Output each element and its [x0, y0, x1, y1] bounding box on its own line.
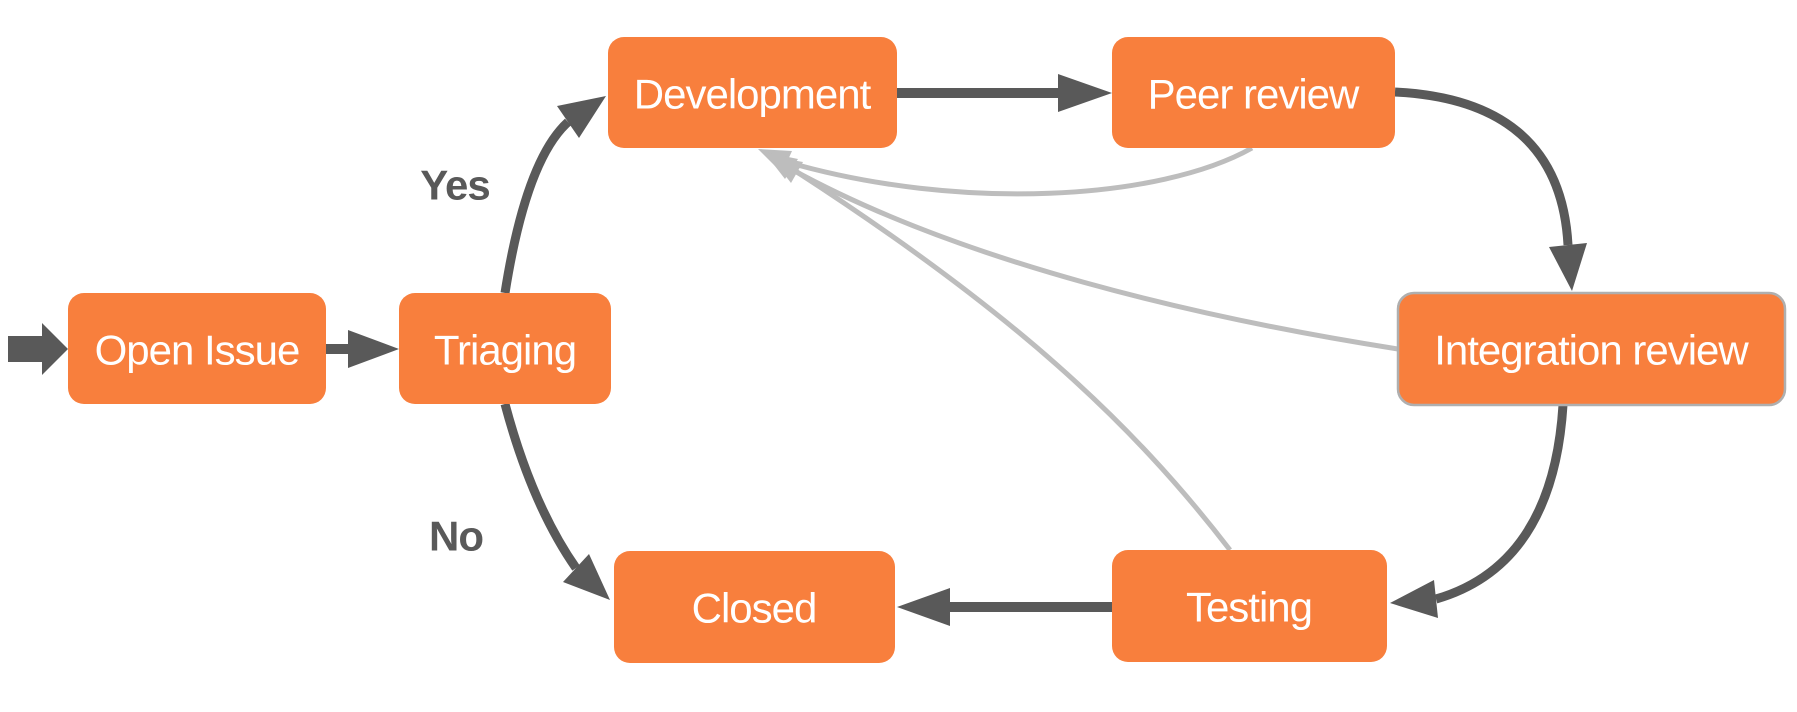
node-integration-review: Integration review — [1396, 291, 1787, 407]
edge-triaging-closed-no — [500, 402, 610, 600]
node-triaging: Triaging — [399, 293, 611, 404]
node-label: Development — [634, 71, 872, 118]
edge-integration-review-testing — [1390, 404, 1568, 618]
edge-testing-development-return — [770, 156, 1232, 552]
node-label: Closed — [692, 585, 817, 632]
node-open-issue: Open Issue — [68, 293, 326, 404]
arrowhead-icon — [1390, 580, 1438, 618]
node-label: Integration review — [1434, 327, 1749, 374]
arrowhead-icon — [348, 330, 399, 368]
arrowhead-icon — [557, 96, 606, 138]
node-label: Triaging — [434, 327, 576, 374]
node-label: Open Issue — [95, 327, 300, 374]
edge-development-peer-review — [897, 74, 1112, 112]
edge-peer-review-integration-review — [1394, 87, 1587, 291]
edge-triaging-development-yes — [500, 96, 606, 294]
arrowhead-icon — [1058, 74, 1112, 112]
edge-label-yes: Yes — [420, 162, 489, 209]
node-label: Testing — [1186, 584, 1312, 631]
node-closed: Closed — [614, 551, 895, 663]
node-development: Development — [608, 37, 897, 148]
node-peer-review: Peer review — [1112, 37, 1395, 148]
edge-label-no: No — [429, 513, 483, 560]
node-label: Peer review — [1148, 71, 1360, 118]
arrowhead-icon — [563, 554, 610, 600]
start-arrow-icon — [8, 323, 68, 375]
edge-peer-review-development-return — [758, 145, 1254, 197]
edge-testing-closed — [897, 588, 1112, 626]
node-testing: Testing — [1112, 550, 1387, 662]
arrowhead-icon — [770, 156, 803, 183]
edge-open-issue-triaging — [326, 330, 399, 368]
arrowhead-icon — [1549, 243, 1587, 291]
edge-start-open-issue — [8, 323, 68, 375]
arrowhead-icon — [897, 588, 950, 626]
